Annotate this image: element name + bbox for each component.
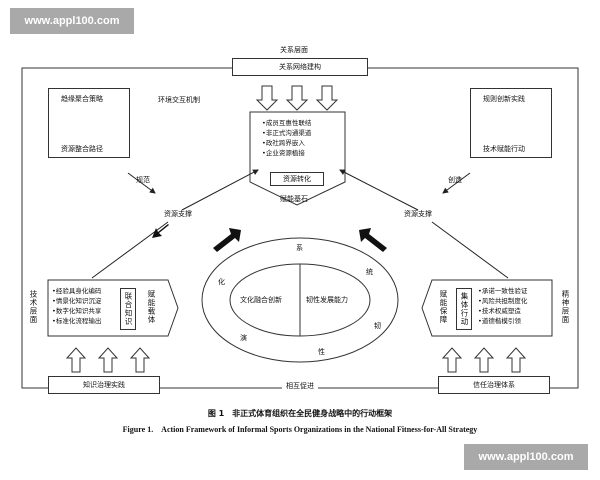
watermark-bottom: www.appl100.com — [464, 444, 588, 470]
center-list-item: •政社跨界嵌入 — [262, 139, 305, 147]
left-side-box — [47, 279, 179, 337]
center-list: •成员互惠性联结 •非正式沟通渠道 •政社跨界嵌入 •企业资源植接 — [262, 118, 311, 158]
right-list-item: •承诺一致性验证 — [478, 287, 528, 295]
env-mechanism-label: 环境交互机制 — [158, 96, 200, 104]
relation-network-box: 关系网络建构 — [232, 58, 368, 76]
right-list-item: •技术权威塑造 — [478, 307, 521, 315]
resource-transform-box: 资源转化 — [270, 172, 324, 186]
resilience-label: 韧性发展能力 — [306, 296, 348, 304]
empower-carrier-label: 赋能载体 — [147, 290, 156, 324]
right-top-box: 规则创新实践 技术赋能行动 — [470, 88, 552, 158]
knowledge-governance-box: 知识治理实践 — [48, 376, 160, 394]
left-top-box: 趋缘聚合策略 资源整合路径 — [48, 88, 130, 158]
left-list-item: •标准化流程输出 — [52, 317, 102, 325]
create-label: 创造 — [448, 176, 462, 184]
bold-arrow-right — [359, 228, 387, 252]
rule-label: 规范 — [136, 176, 150, 184]
left-top-box-bottom: 资源整合路径 — [61, 145, 103, 153]
down-arrows — [255, 85, 339, 111]
collective-action-box: 集体行动 — [456, 288, 472, 330]
up-arrows-right — [441, 347, 527, 373]
trust-governance-box: 信任治理体系 — [438, 376, 550, 394]
ellipse-char: 化 — [218, 278, 225, 286]
spirit-level-label: 精神层面 — [561, 290, 570, 324]
empower-foundation-label: 赋能基石 — [280, 195, 308, 203]
caption-cn: 图 1 非正式体育组织在全民健身战略中的行动框架 — [207, 409, 393, 418]
ellipse-char: 统 — [366, 268, 373, 276]
center-list-item: •成员互惠性联结 — [262, 119, 312, 127]
left-list-item: •数字化知识共享 — [52, 307, 102, 315]
ellipse-char: 韧 — [374, 322, 381, 330]
left-list-item: •经验具身化编码 — [52, 287, 102, 295]
up-arrows-left — [65, 347, 151, 373]
resource-support-right: 资源支撑 — [404, 210, 432, 218]
watermark-top: www.appl100.com — [10, 8, 134, 34]
left-list-item: •情景化知识沉淀 — [52, 297, 102, 305]
empower-guarantee-label: 赋能保障 — [439, 290, 448, 324]
right-list: •承诺一致性验证 •风险共担制度化 •技术权威塑造 •道德楷模引领 — [478, 286, 527, 326]
relation-level-label: 关系层面 — [280, 46, 308, 54]
bold-arrow-left — [213, 228, 241, 252]
tech-level-label: 技术层面 — [29, 290, 38, 324]
caption-en: Figure 1. Action Framework of Informal S… — [122, 425, 478, 434]
resource-support-left: 资源支撑 — [164, 210, 192, 218]
left-list: •经验具身化编码 •情景化知识沉淀 •数字化知识共享 •标准化流程输出 — [52, 286, 101, 326]
linkage-knowledge-box: 联合知识 — [120, 288, 136, 330]
right-top-box-top: 规则创新实践 — [483, 95, 525, 103]
left-top-box-top: 趋缘聚合策略 — [61, 95, 103, 103]
right-top-box-bottom: 技术赋能行动 — [483, 145, 525, 153]
center-list-item: •非正式沟通渠道 — [262, 129, 312, 137]
right-side-box — [421, 279, 553, 337]
ellipse-char: 演 — [240, 334, 247, 342]
ellipse-char: 性 — [318, 348, 325, 356]
culture-fusion-label: 文化融合创新 — [240, 296, 282, 304]
center-list-item: •企业资源植接 — [262, 149, 305, 157]
ellipse-char: 系 — [296, 244, 303, 252]
mutual-promote-label: 相互促进 — [282, 382, 318, 391]
right-list-item: •道德楷模引领 — [478, 317, 521, 325]
right-list-item: •风险共担制度化 — [478, 297, 528, 305]
